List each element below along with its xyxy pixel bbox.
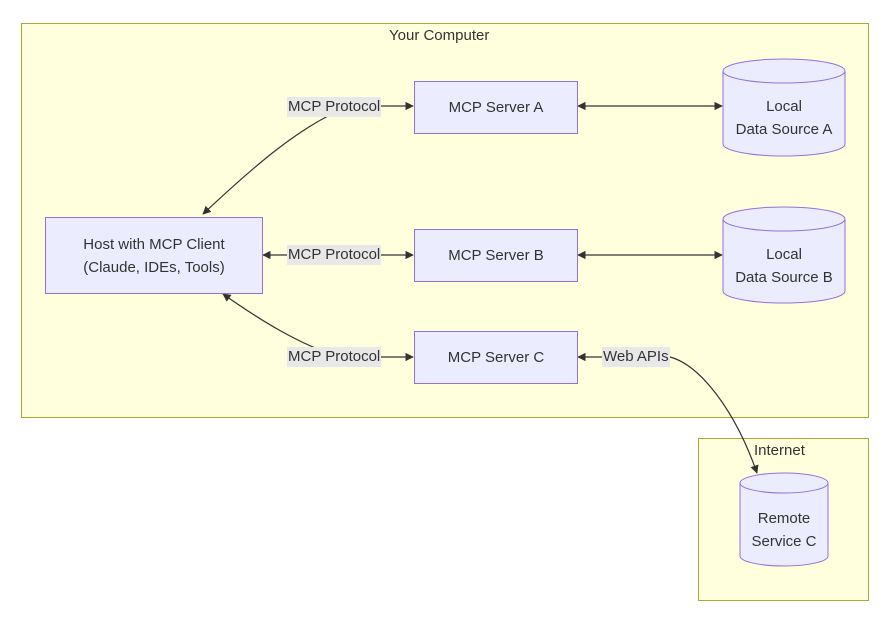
server-a-label: MCP Server A [448, 99, 544, 116]
edge-label-protocol-a: MCP Protocol [287, 97, 382, 117]
edge-label-web-apis: Web APIs [602, 347, 670, 367]
your-computer-title: Your Computer [389, 27, 490, 44]
internet-title: Internet [754, 442, 805, 459]
server-a-node: MCP Server A [414, 81, 578, 134]
data-source-b-label: Local Data Source B [735, 246, 833, 286]
server-b-node: MCP Server B [414, 229, 578, 282]
remote-service-c-label: Remote Service C [751, 510, 817, 550]
data-source-a-cylinder [722, 58, 846, 157]
server-b-label: MCP Server B [448, 247, 544, 264]
server-c-node: MCP Server C [414, 331, 578, 384]
host-label: Host with MCP Client (Claude, IDEs, Tool… [83, 235, 225, 276]
data-source-a-label: Local Data Source A [735, 98, 833, 138]
server-c-label: MCP Server C [447, 349, 545, 366]
edge-server-c-remote-c [577, 352, 759, 474]
remote-service-c-cylinder [739, 472, 829, 567]
edge-label-protocol-c: MCP Protocol [287, 347, 382, 367]
edge-label-protocol-b: MCP Protocol [287, 245, 382, 265]
host-node: Host with MCP Client (Claude, IDEs, Tool… [45, 217, 263, 294]
data-source-b-cylinder [722, 206, 846, 304]
edge-host-server-a [202, 101, 414, 215]
